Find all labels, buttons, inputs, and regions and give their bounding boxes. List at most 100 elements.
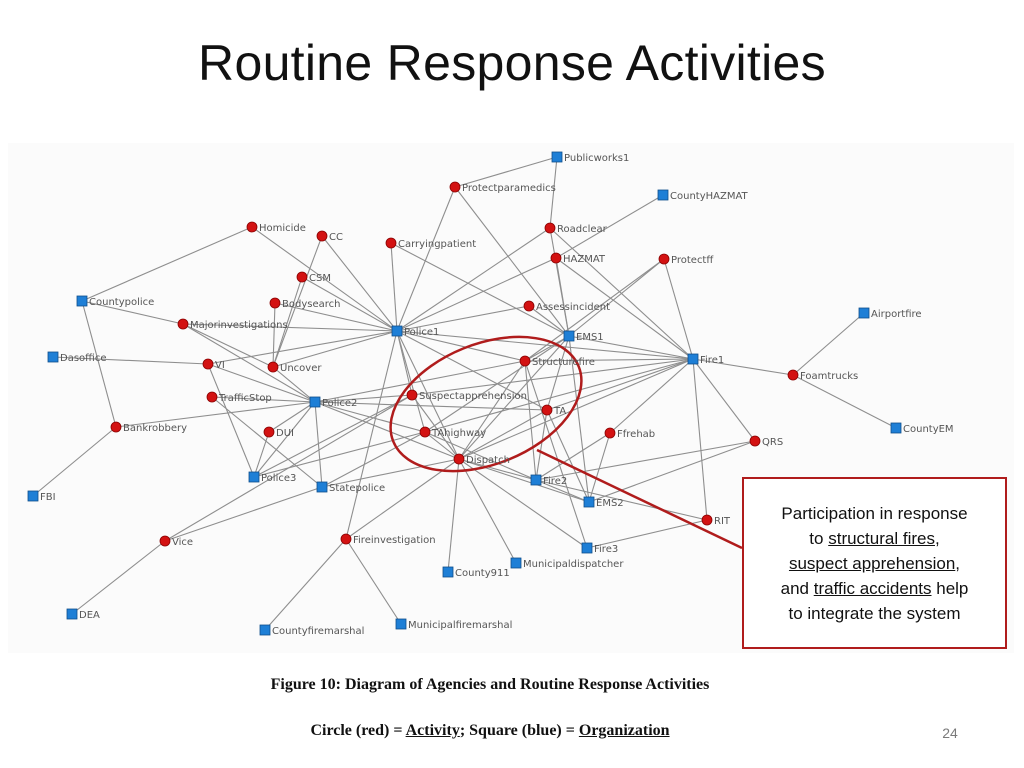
edge-vi-police3 [207,363,255,478]
edge-majorinvestigations-police2 [182,323,316,403]
edge-qrs-ems2 [588,440,756,503]
node-rit: RIT [701,514,731,527]
edge-tahighway-dispatch [424,431,460,460]
activity-circle [159,535,171,547]
edge-ffrehab-fire2 [535,432,611,481]
node-label: Publicworks1 [564,153,629,164]
node-label: Majorinvestigations [190,320,288,331]
callout-and: and [780,578,809,598]
edge-dispatch-fire2 [458,458,537,481]
edge-hazmat-police1 [396,257,557,332]
edge-ems1-fire1 [568,335,694,360]
edge-cc-uncover [272,235,323,368]
edge-fireinvestigation-dispatch [345,458,460,540]
node-assessincident: Assessincident [523,300,610,313]
node-label: Dasoffice [60,353,106,364]
edge-protectff-structurefire [524,258,665,362]
node-label: Bodysearch [282,299,340,310]
node-fireinvestigation: Fireinvestigation [340,533,436,546]
activity-circle [385,237,397,249]
node-bankrobbery: Bankrobbery [110,421,187,434]
organization-square [27,490,39,502]
edge-publicworks1-roadclear [549,156,558,229]
highlight-ellipse [389,335,583,473]
node-county911: County911 [442,566,510,579]
node-label: TAhighway [431,428,486,439]
activity-circle [177,318,189,330]
node-label: EMS2 [596,498,624,509]
node-label: Protectparamedics [462,183,556,194]
edge-dui-police2 [268,401,316,433]
node-uncover: Uncover [267,361,322,374]
edge-police2-suspectapprehension [314,394,413,403]
edge-fireinvestigation-police1 [345,330,398,540]
node-cc: CC [316,230,343,243]
node-label: CountyHAZMAT [670,191,749,202]
edge-countypolice-majorinvestigations [81,300,184,325]
edge-fbi-bankrobbery [32,426,117,497]
edge-structurefire-fire2 [524,360,537,481]
activity-circle [519,355,531,367]
edge-majorinvestigations-uncover [182,323,274,368]
edge-fire1-rit [692,358,708,521]
edge-fire1-foamtrucks [692,358,794,376]
node-countyfiremarshal: Countyfiremarshal [259,624,364,637]
callout-line-1: Participation in response [781,503,968,523]
edge-ems1-dispatch [458,335,570,460]
node-label: Police2 [322,398,357,409]
edge-suspectapprehension-dispatch [411,394,460,460]
edge-statepolice-tahighway [321,431,426,488]
callout-line-4: to integrate the system [788,603,961,623]
edge-hazmat-fire1 [555,257,694,360]
node-label: Assessincident [536,302,610,313]
node-label: RIT [714,516,731,527]
activity-circle [453,453,465,465]
edge-uncover-police2 [272,366,316,403]
organization-square [563,330,575,342]
callout-traffic-accidents: traffic accidents [813,578,932,598]
node-police1: Police1 [391,325,439,338]
edge-fire1-tahighway [424,358,694,433]
edge-publicworks1-protectparamedics [454,156,558,188]
edge-vice-suspectapprehension [164,394,413,542]
edge-ems1-structurefire [524,335,570,362]
legend-activity-word: Activity [405,722,460,739]
activity-circle [246,221,258,233]
edges-layer [32,156,897,631]
organization-square [66,608,78,620]
node-airportfire: Airportfire [858,307,922,320]
edge-protectparamedics-police1 [396,186,456,332]
edge-dispatch-fire3 [458,458,588,549]
edge-police2-police3 [253,401,316,478]
edge-police3-suspectapprehension [253,394,413,478]
figure-caption-title: Figure 10: Diagram of Agencies and Routi… [270,676,710,693]
activity-circle [544,222,556,234]
node-foamtrucks: Foamtrucks [787,369,858,382]
activity-circle [701,514,713,526]
node-vi: VI [202,358,225,371]
node-label: Fire1 [700,355,724,366]
edge-fire2-ems2 [535,479,590,503]
organization-square [530,474,542,486]
edge-tahighway-fire2 [424,431,537,481]
edge-hazmat-ems1 [555,257,570,337]
activity-circle [523,300,535,312]
activity-circle [269,297,281,309]
edge-statepolice-vice [164,486,323,542]
edge-countyem-foamtrucks [792,374,897,429]
edge-assessincident-police1 [396,305,530,332]
edge-trafficstop-police2 [211,396,316,403]
node-label: Countyfiremarshal [272,626,364,637]
activity-circle [604,427,616,439]
node-csm: CSM [296,271,331,284]
activity-circle [110,421,122,433]
node-label: County911 [455,568,510,579]
node-label: EMS1 [576,332,604,343]
edge-ffrehab-ems2 [588,432,611,503]
callout-to: to [809,528,824,548]
edge-police1-dispatch [396,330,460,460]
edge-vi-police2 [207,363,316,403]
edge-qrs-fire2 [535,440,756,481]
edge-police1-structurefire [396,330,526,362]
